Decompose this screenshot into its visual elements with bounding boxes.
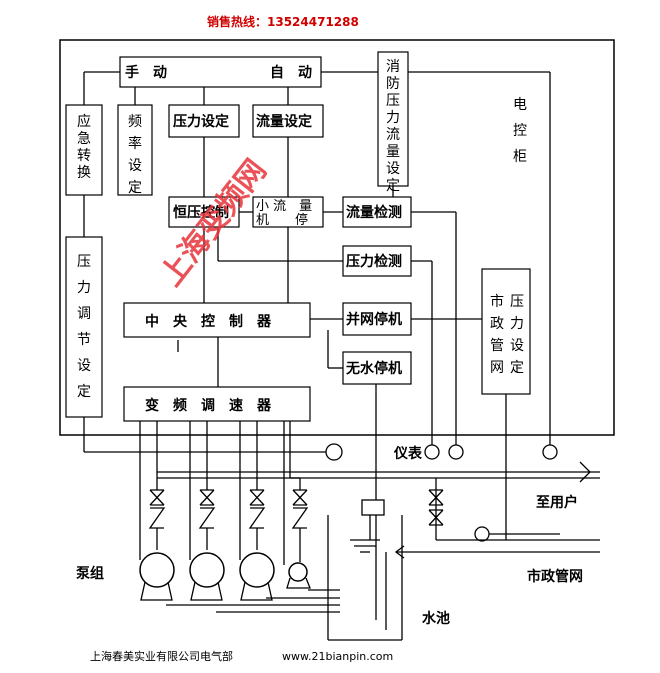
pressure-adjust-label: 压力调节设定 — [77, 254, 91, 400]
city-inlet-pipe — [394, 526, 600, 559]
sales-hotline: 销售热线：13524471288 — [207, 14, 359, 29]
gauge-icon — [542, 444, 558, 460]
pool-label: 水池 — [422, 610, 450, 627]
cabinet-label: 电控柜 — [513, 97, 527, 165]
small-flow-label-b: 机 停 — [256, 212, 308, 228]
fire-setting-label: 消防压力流量设定 — [386, 59, 400, 194]
grid-stop-label: 并网停机 — [346, 311, 402, 328]
valve-icon — [428, 509, 444, 526]
footer-url: www.21bianpin.com — [282, 650, 393, 663]
check-valve-icon — [198, 507, 216, 529]
valve-icon — [292, 489, 308, 506]
central-controller-label: 中 央 控 制 器 — [145, 313, 272, 330]
flow-setting-label: 流量设定 — [256, 113, 312, 130]
constant-pressure-label: 恒压控制 — [173, 204, 229, 221]
pressure-setting-label: 压力设定 — [173, 113, 229, 130]
pump-icon — [189, 552, 225, 588]
valve-icon — [199, 489, 215, 506]
vfd-output-lines — [139, 421, 301, 565]
flow-detect-box — [342, 196, 412, 228]
water-pool — [327, 499, 403, 641]
city-pressure-col2: 压力设定 — [510, 294, 524, 376]
pump-group-label: 泵组 — [76, 565, 104, 582]
valve-icon — [249, 489, 265, 506]
vfd-box — [123, 386, 311, 422]
manual-label: 手 动 — [125, 64, 167, 81]
central-controller-box — [123, 302, 311, 338]
check-valve-icon — [248, 507, 266, 529]
gauge-icon — [448, 444, 464, 460]
pump-icon — [239, 552, 275, 588]
gauge-icon — [424, 444, 440, 460]
pressure-detect-label: 压力检测 — [346, 253, 402, 270]
manual-auto-box — [119, 56, 322, 88]
auto-label: 自 动 — [270, 64, 312, 81]
no-water-stop-box — [342, 351, 412, 385]
city-network-label: 市政管网 — [527, 568, 583, 585]
valve-icon — [149, 489, 165, 506]
pump-icon — [139, 552, 175, 588]
emergency-switch-label: 应急转换 — [77, 113, 91, 181]
frequency-setting-label: 频率设定 — [128, 114, 142, 196]
to-user-label: 至用户 — [536, 494, 578, 511]
pressure-adjust-box — [65, 236, 103, 418]
gauge-icon — [325, 443, 343, 461]
instrument-label: 仪表 — [393, 445, 423, 462]
check-valve-icon — [291, 507, 309, 529]
vfd-label: 变 频 调 速 器 — [145, 397, 272, 414]
fire-setting-box — [377, 51, 409, 187]
level-sensor-icon — [361, 499, 385, 516]
small-flow-label-a: 小 流 量 — [256, 199, 312, 214]
frequency-setting-box — [117, 104, 153, 196]
valves — [148, 489, 444, 562]
control-cabinet-frame — [59, 39, 615, 436]
no-water-stop-label: 无水停机 — [345, 360, 402, 377]
flow-detect-label: 流量检测 — [346, 204, 402, 221]
footer-company: 上海春美实业有限公司电气部 — [90, 649, 233, 663]
valve-icon — [428, 489, 444, 506]
signal-lines — [83, 71, 551, 540]
pump-icon — [288, 562, 308, 582]
city-pressure-col1: 市政管网 — [490, 293, 504, 376]
pumps — [139, 552, 311, 601]
check-valve-icon — [148, 507, 166, 529]
outlet-pipe — [157, 461, 600, 540]
small-flow-stop-box — [252, 196, 324, 228]
